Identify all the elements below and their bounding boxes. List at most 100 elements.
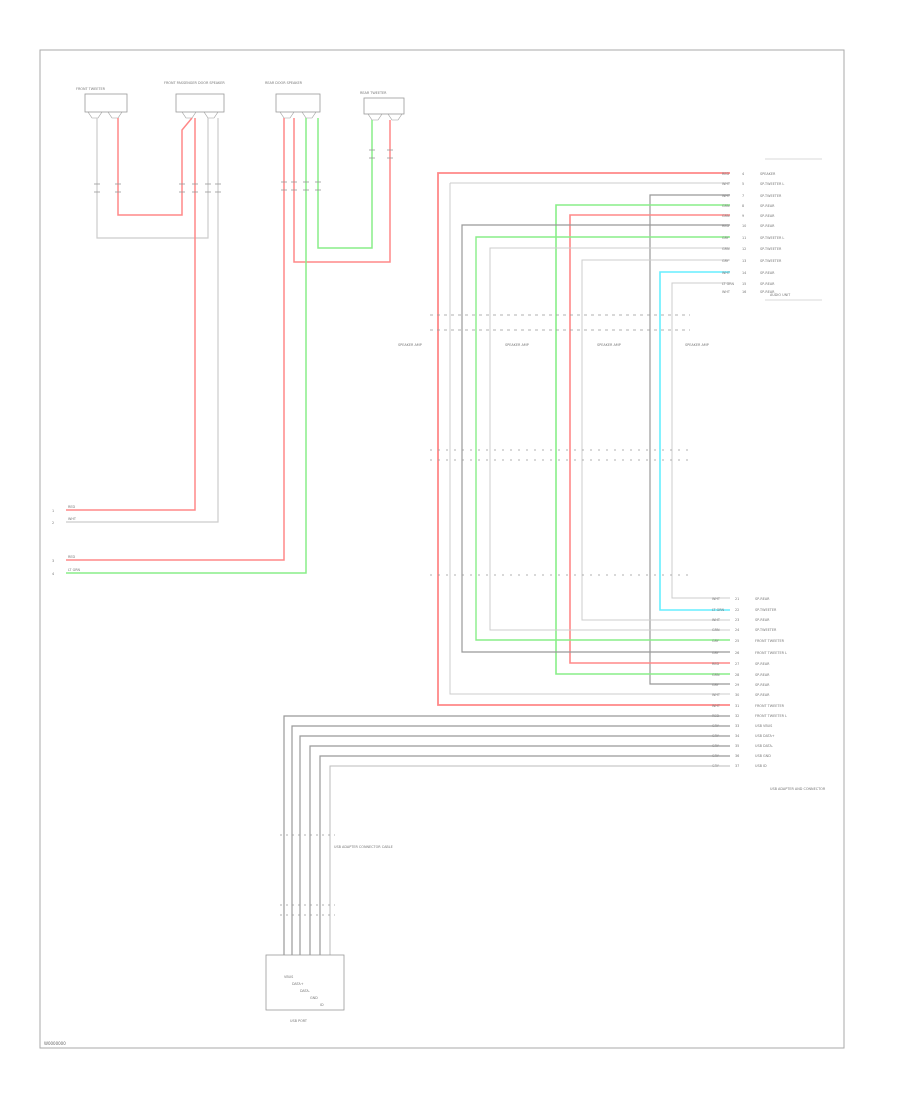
svg-text:LT GRN: LT GRN bbox=[68, 568, 81, 572]
svg-text:23: 23 bbox=[735, 618, 739, 622]
svg-text:GRN: GRN bbox=[722, 214, 730, 218]
rear-tweeter-label: REAR TWEETER bbox=[360, 91, 387, 95]
speaker-cone-icon bbox=[181, 111, 197, 119]
left-wire-ends: 1 RED 2 WHT 3 RED 4 LT GRN bbox=[52, 505, 81, 576]
audio-unit-harness: SPEAKER AMP SPEAKER AMP SPEAKER AMP SPEA… bbox=[398, 158, 822, 706]
svg-text:GRY: GRY bbox=[722, 236, 730, 240]
usb-port-label: USB PORT bbox=[290, 1019, 308, 1023]
svg-text:RED: RED bbox=[722, 172, 729, 176]
svg-text:4: 4 bbox=[742, 172, 744, 176]
svg-text:FRONT TWEETER L: FRONT TWEETER L bbox=[755, 714, 787, 718]
speaker-cone-icon bbox=[367, 113, 383, 121]
svg-text:SP-REAR: SP-REAR bbox=[755, 597, 770, 601]
connector-label-1: SPEAKER AMP bbox=[398, 343, 422, 347]
svg-text:RED: RED bbox=[712, 662, 719, 666]
speaker-cone-icon bbox=[279, 111, 295, 119]
svg-text:USB DATA-: USB DATA- bbox=[755, 744, 774, 748]
svg-text:SPEAKER: SPEAKER bbox=[760, 172, 776, 176]
usb-adapter-label: USB ADAPTER AND CONNECTOR bbox=[770, 787, 826, 791]
svg-text:1: 1 bbox=[52, 509, 54, 513]
svg-text:GRY: GRY bbox=[712, 639, 720, 643]
svg-text:12: 12 bbox=[742, 247, 746, 251]
svg-text:SP-REAR: SP-REAR bbox=[760, 224, 775, 228]
svg-text:WHT: WHT bbox=[712, 597, 721, 601]
svg-text:31: 31 bbox=[735, 704, 739, 708]
svg-text:13: 13 bbox=[742, 259, 746, 263]
svg-text:SP-REAR: SP-REAR bbox=[760, 282, 775, 286]
svg-text:USB GND: USB GND bbox=[755, 754, 771, 758]
svg-text:SP-REAR: SP-REAR bbox=[755, 683, 770, 687]
svg-text:15: 15 bbox=[742, 282, 746, 286]
svg-text:GRY: GRY bbox=[712, 683, 720, 687]
svg-text:22: 22 bbox=[735, 608, 739, 612]
speaker-cone-icon bbox=[87, 111, 103, 119]
svg-text:32: 32 bbox=[735, 714, 739, 718]
svg-text:GRN: GRN bbox=[712, 673, 720, 677]
svg-text:5: 5 bbox=[742, 182, 744, 186]
usb-port-body bbox=[265, 954, 345, 1011]
svg-text:36: 36 bbox=[735, 754, 739, 758]
svg-text:14: 14 bbox=[742, 271, 746, 275]
svg-text:SP-TWEETER L: SP-TWEETER L bbox=[760, 182, 784, 186]
connector-label-4: SPEAKER AMP bbox=[685, 343, 709, 347]
svg-text:SP-REAR: SP-REAR bbox=[760, 290, 775, 294]
svg-text:LT GRN: LT GRN bbox=[722, 282, 735, 286]
rear-speaker-wiring bbox=[66, 118, 393, 574]
svg-text:35: 35 bbox=[735, 744, 739, 748]
svg-text:34: 34 bbox=[735, 734, 739, 738]
svg-text:3: 3 bbox=[52, 559, 54, 563]
front-door-speaker-label: FRONT PASSENGER DOOR SPEAKER bbox=[164, 81, 225, 85]
svg-text:GRN: GRN bbox=[712, 628, 720, 632]
svg-text:USB DATA+: USB DATA+ bbox=[755, 734, 775, 738]
svg-text:VBUS: VBUS bbox=[284, 975, 293, 979]
svg-text:11: 11 bbox=[742, 236, 746, 240]
svg-text:28: 28 bbox=[735, 673, 739, 677]
page-id: W0000000 bbox=[44, 1041, 66, 1046]
svg-text:WHT: WHT bbox=[722, 290, 731, 294]
svg-text:2: 2 bbox=[52, 521, 54, 525]
svg-text:24: 24 bbox=[735, 628, 739, 632]
svg-text:27: 27 bbox=[735, 662, 739, 666]
svg-text:SP-REAR: SP-REAR bbox=[755, 618, 770, 622]
front-tweeter-component: FRONT TWEETER bbox=[76, 87, 128, 119]
svg-text:WHT: WHT bbox=[712, 618, 721, 622]
svg-text:26: 26 bbox=[735, 651, 739, 655]
front-door-speaker-body bbox=[175, 93, 225, 113]
front-speaker-wiring bbox=[66, 117, 221, 523]
svg-text:37: 37 bbox=[735, 764, 739, 768]
svg-text:LT GRN: LT GRN bbox=[712, 608, 725, 612]
svg-text:RED: RED bbox=[68, 555, 75, 559]
usb-port-component: VBUS DATA+ DATA- GND ID USB PORT bbox=[265, 954, 345, 1023]
svg-text:FRONT TWEETER L: FRONT TWEETER L bbox=[755, 651, 787, 655]
svg-text:29: 29 bbox=[735, 683, 739, 687]
svg-text:FRONT TWEETER: FRONT TWEETER bbox=[755, 639, 785, 643]
svg-text:RED: RED bbox=[722, 224, 729, 228]
svg-text:16: 16 bbox=[742, 290, 746, 294]
front-door-speaker-component: FRONT PASSENGER DOOR SPEAKER bbox=[164, 81, 225, 119]
svg-text:SP-TWEETER: SP-TWEETER bbox=[755, 628, 777, 632]
svg-text:SP-REAR: SP-REAR bbox=[760, 204, 775, 208]
front-tweeter-label: FRONT TWEETER bbox=[76, 87, 106, 91]
svg-text:9: 9 bbox=[742, 214, 744, 218]
svg-text:SP-REAR: SP-REAR bbox=[760, 214, 775, 218]
speaker-cone-icon bbox=[203, 111, 219, 119]
audio-connector-ticks bbox=[430, 314, 690, 576]
svg-text:21: 21 bbox=[735, 597, 739, 601]
usb-connector-cable-label: USB ADAPTER CONNECTOR CABLE bbox=[334, 845, 393, 849]
speaker-cone-icon bbox=[301, 111, 317, 119]
svg-text:WHT: WHT bbox=[722, 271, 731, 275]
svg-text:SP-TWEETER: SP-TWEETER bbox=[755, 608, 777, 612]
svg-text:WHT: WHT bbox=[712, 693, 721, 697]
svg-text:4: 4 bbox=[52, 572, 54, 576]
svg-text:30: 30 bbox=[735, 693, 739, 697]
svg-text:SP-REAR: SP-REAR bbox=[755, 673, 770, 677]
svg-text:RED: RED bbox=[68, 505, 75, 509]
svg-text:7: 7 bbox=[742, 194, 744, 198]
svg-text:WHT: WHT bbox=[712, 704, 721, 708]
speaker-cone-icon bbox=[387, 113, 403, 121]
usb-harness: USB ADAPTER CONNECTOR CABLE bbox=[280, 715, 730, 955]
svg-text:25: 25 bbox=[735, 639, 739, 643]
svg-text:DATA+: DATA+ bbox=[292, 982, 304, 986]
